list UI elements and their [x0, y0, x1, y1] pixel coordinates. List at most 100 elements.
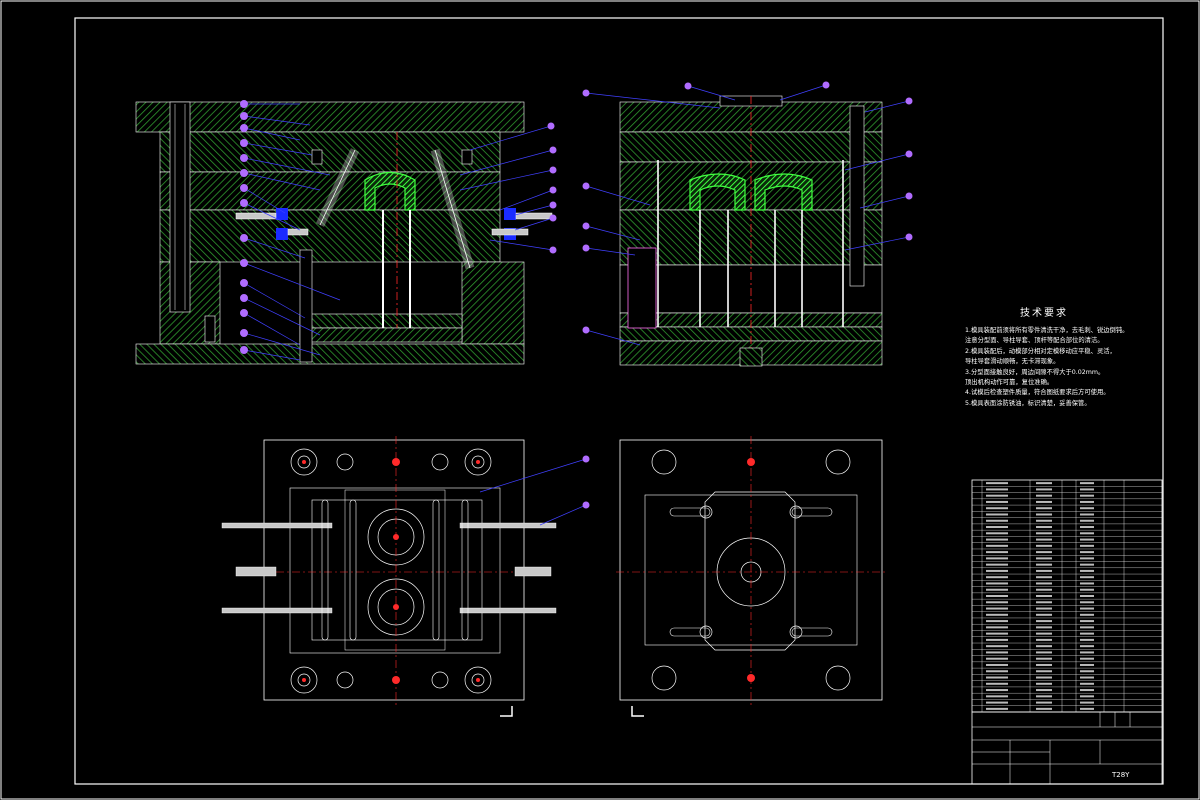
bom-cell-mark [1036, 494, 1052, 497]
tech-requirement-item: 顶出机构动作可靠，复位准确。 [965, 379, 1054, 387]
tech-requirement-item: 2.模具装配后，动模部分相对定模移动应平稳、灵活， [965, 347, 1116, 355]
bom-cell-mark [986, 513, 1008, 516]
bom-cell-mark [1080, 657, 1094, 660]
bom-cell-mark [1080, 494, 1094, 497]
bom-cell-mark [986, 613, 1008, 616]
bom-cell-mark [1036, 620, 1052, 623]
bom-cell-mark [986, 632, 1008, 635]
bom-cell-mark [1036, 695, 1052, 698]
bom-cell-mark [1080, 682, 1094, 685]
bom-cell-mark [1080, 670, 1094, 673]
bom-cell-mark [1080, 601, 1094, 604]
bom-cell-mark [1036, 507, 1052, 510]
tech-requirement-item: 注意分型面、导柱导套、顶杆等配合部位的清洁。 [965, 337, 1104, 345]
bom-cell-mark [986, 500, 1008, 503]
bom-cell-mark [986, 607, 1008, 610]
bom-cell-mark [1080, 544, 1094, 547]
bom-cell-mark [986, 532, 1008, 535]
bom-cell-mark [986, 626, 1008, 629]
bom-cell-mark [1080, 526, 1094, 529]
bom-cell-mark [986, 695, 1008, 698]
title-block: T28Y [971, 711, 1163, 785]
tech-requirements-title: 技术要求 [1020, 308, 1068, 319]
bom-cell-mark [986, 563, 1008, 566]
bom-cell-mark [1080, 588, 1094, 591]
bom-cell-mark [1036, 544, 1052, 547]
bom-cell-mark [986, 689, 1008, 692]
bom-cell-mark [1080, 557, 1094, 560]
bom-cell-mark [1080, 551, 1094, 554]
bom-cell-mark [986, 582, 1008, 585]
bom-cell-mark [1080, 701, 1094, 704]
bom-cell-mark [1080, 595, 1094, 597]
bom-cell-mark [1036, 670, 1052, 673]
bom-cell-mark [986, 676, 1008, 679]
bom-cell-mark [986, 645, 1008, 648]
bom-cell-mark [986, 551, 1008, 554]
tech-requirement-item: 导柱导套滑动顺畅，无卡滞现象。 [965, 358, 1060, 366]
bom-cell-mark [986, 494, 1008, 497]
bom-cell-mark [1036, 538, 1052, 541]
bom-cell-mark [1036, 607, 1052, 610]
bom-cell-mark [1036, 526, 1052, 529]
bom-cell-mark [1080, 676, 1094, 679]
bom-cell-mark [986, 519, 1008, 522]
bom-cell-mark [1036, 588, 1052, 591]
bom-cell-mark [986, 507, 1008, 510]
bom-cell-mark [1080, 607, 1094, 610]
bom-cell-mark [1036, 532, 1052, 535]
bom-cell-mark [1036, 701, 1052, 704]
bom-cell-mark [986, 601, 1008, 604]
bom-cell-mark [986, 569, 1008, 572]
bom-cell-mark [1080, 582, 1094, 585]
bom-cell-mark [986, 482, 1008, 485]
bom-cell-mark [1080, 695, 1094, 698]
bom-cell-mark [986, 595, 1008, 597]
bom-cell-mark [1080, 500, 1094, 503]
bom-cell-mark [986, 538, 1008, 541]
drawing-number: T28Y [1111, 771, 1130, 779]
bom-cell-mark [1080, 513, 1094, 516]
bom-cell-mark [1036, 569, 1052, 572]
tech-requirements-list: 1.模具装配前须将所有零件清洗干净，去毛刺、锐边倒钝。 注意分型面、导柱导套、顶… [965, 326, 1150, 409]
bom-cell-mark [1036, 638, 1052, 641]
bom-cell-mark [986, 657, 1008, 660]
bom-cell-mark [1080, 613, 1094, 616]
bom-cell-mark [1080, 563, 1094, 566]
bom-cell-mark [1036, 663, 1052, 666]
bom-cell-mark [1036, 682, 1052, 685]
bom-cell-mark [1036, 632, 1052, 635]
bom-cell-mark [1080, 620, 1094, 623]
bill-of-materials [971, 479, 1163, 713]
bom-cell-mark [1080, 651, 1094, 654]
bom-cell-mark [1080, 532, 1094, 535]
bom-cell-mark [1080, 576, 1094, 579]
bom-cell-mark [1036, 488, 1052, 491]
bom-cell-mark [1080, 519, 1094, 522]
side-section-view [582, 81, 913, 367]
bom-cell-mark [1036, 651, 1052, 654]
bom-cell-mark [1080, 632, 1094, 635]
bom-cell-mark [1036, 519, 1052, 522]
fixed-half-plan-view [221, 436, 590, 717]
bom-cell-mark [1036, 645, 1052, 648]
bom-cell-mark [986, 576, 1008, 579]
drawing-frame [74, 17, 1164, 785]
bom-cell-mark [1036, 676, 1052, 679]
moving-half-plan-view [616, 436, 886, 717]
bom-cell-mark [1080, 707, 1094, 710]
bom-cell-mark [1080, 507, 1094, 510]
bom-cell-mark [1080, 638, 1094, 641]
tech-requirement-item: 3.分型面接触良好，周边间隙不得大于0.02mm。 [965, 368, 1105, 376]
bom-cell-mark [1036, 582, 1052, 585]
bom-cell-mark [986, 526, 1008, 529]
tech-requirement-item: 4.试模后检查塑件质量，符合图纸要求后方可使用。 [965, 389, 1110, 397]
bom-cell-mark [1080, 488, 1094, 491]
bom-cell-mark [986, 544, 1008, 547]
bom-cell-mark [1036, 551, 1052, 554]
bom-cell-mark [986, 682, 1008, 685]
bom-cell-mark [1036, 657, 1052, 660]
tech-requirement-item: 5.模具表面涂防锈油，标识清楚，妥善保管。 [965, 399, 1091, 407]
bom-cell-mark [986, 670, 1008, 673]
